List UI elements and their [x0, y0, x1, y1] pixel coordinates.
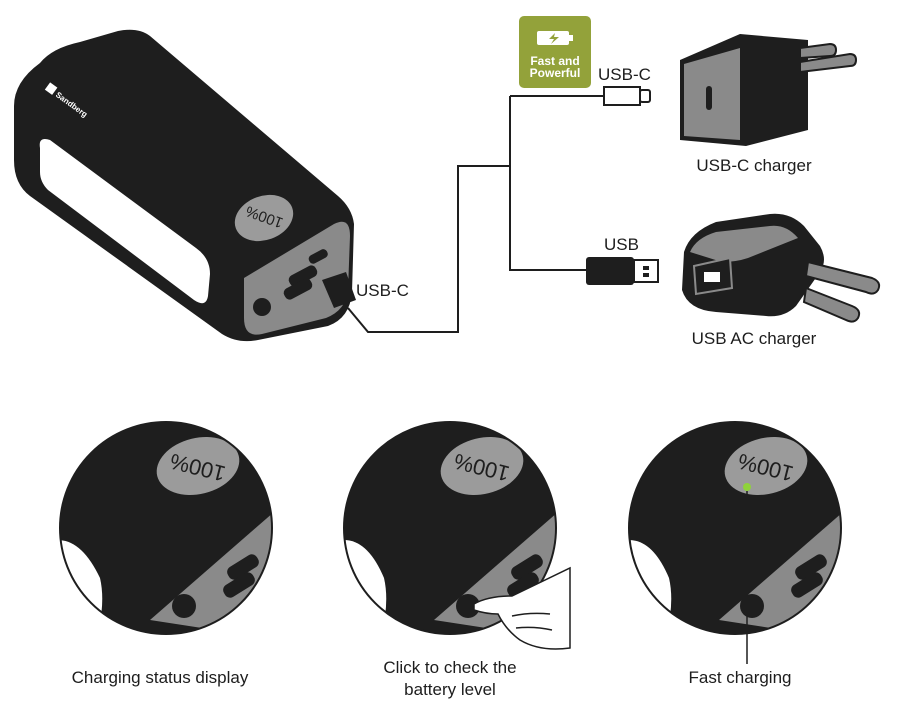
- cable-lines: [347, 95, 604, 333]
- caption-fast-charging: Fast charging: [688, 668, 792, 687]
- caption-check-battery: Click to check the battery level: [340, 657, 560, 701]
- battery-charging-icon: [537, 31, 573, 45]
- usbc-cable-label: USB-C: [598, 65, 651, 84]
- display-readout: 100%: [244, 202, 286, 231]
- finger-press: [473, 566, 571, 650]
- usbc-charger-label: USB-C charger: [696, 156, 812, 175]
- caption-charging-status: Charging status display: [71, 668, 249, 687]
- usb-cable-label: USB: [604, 235, 639, 254]
- detail-fast-charging: 100%: [628, 421, 842, 664]
- plugged-usbc-cable: [322, 272, 356, 308]
- ports: [253, 249, 328, 316]
- usb-a-plug: [586, 257, 659, 285]
- power-button[interactable]: [253, 298, 271, 316]
- battery-display: 100%: [234, 194, 294, 242]
- light-bar: [39, 139, 210, 304]
- power-bank: Sandberg 100%: [14, 29, 356, 342]
- badge-line1: Fast and: [530, 54, 580, 68]
- usbc-charger: [680, 34, 858, 146]
- usb-ac-charger-label: USB AC charger: [691, 329, 817, 348]
- detail-check-battery: 100%: [343, 421, 571, 650]
- badge-line2: Powerful: [529, 66, 581, 80]
- usb-ac-charger: [682, 213, 881, 323]
- usbc-plug: [603, 86, 651, 106]
- powerbank-usbc-label: USB-C: [356, 281, 409, 300]
- fast-charge-indicator: [743, 483, 751, 491]
- caption-check-battery-line2: battery level: [404, 680, 496, 699]
- detail-charging-status: 100%: [59, 421, 273, 635]
- caption-check-battery-line1: Click to check the: [383, 658, 517, 677]
